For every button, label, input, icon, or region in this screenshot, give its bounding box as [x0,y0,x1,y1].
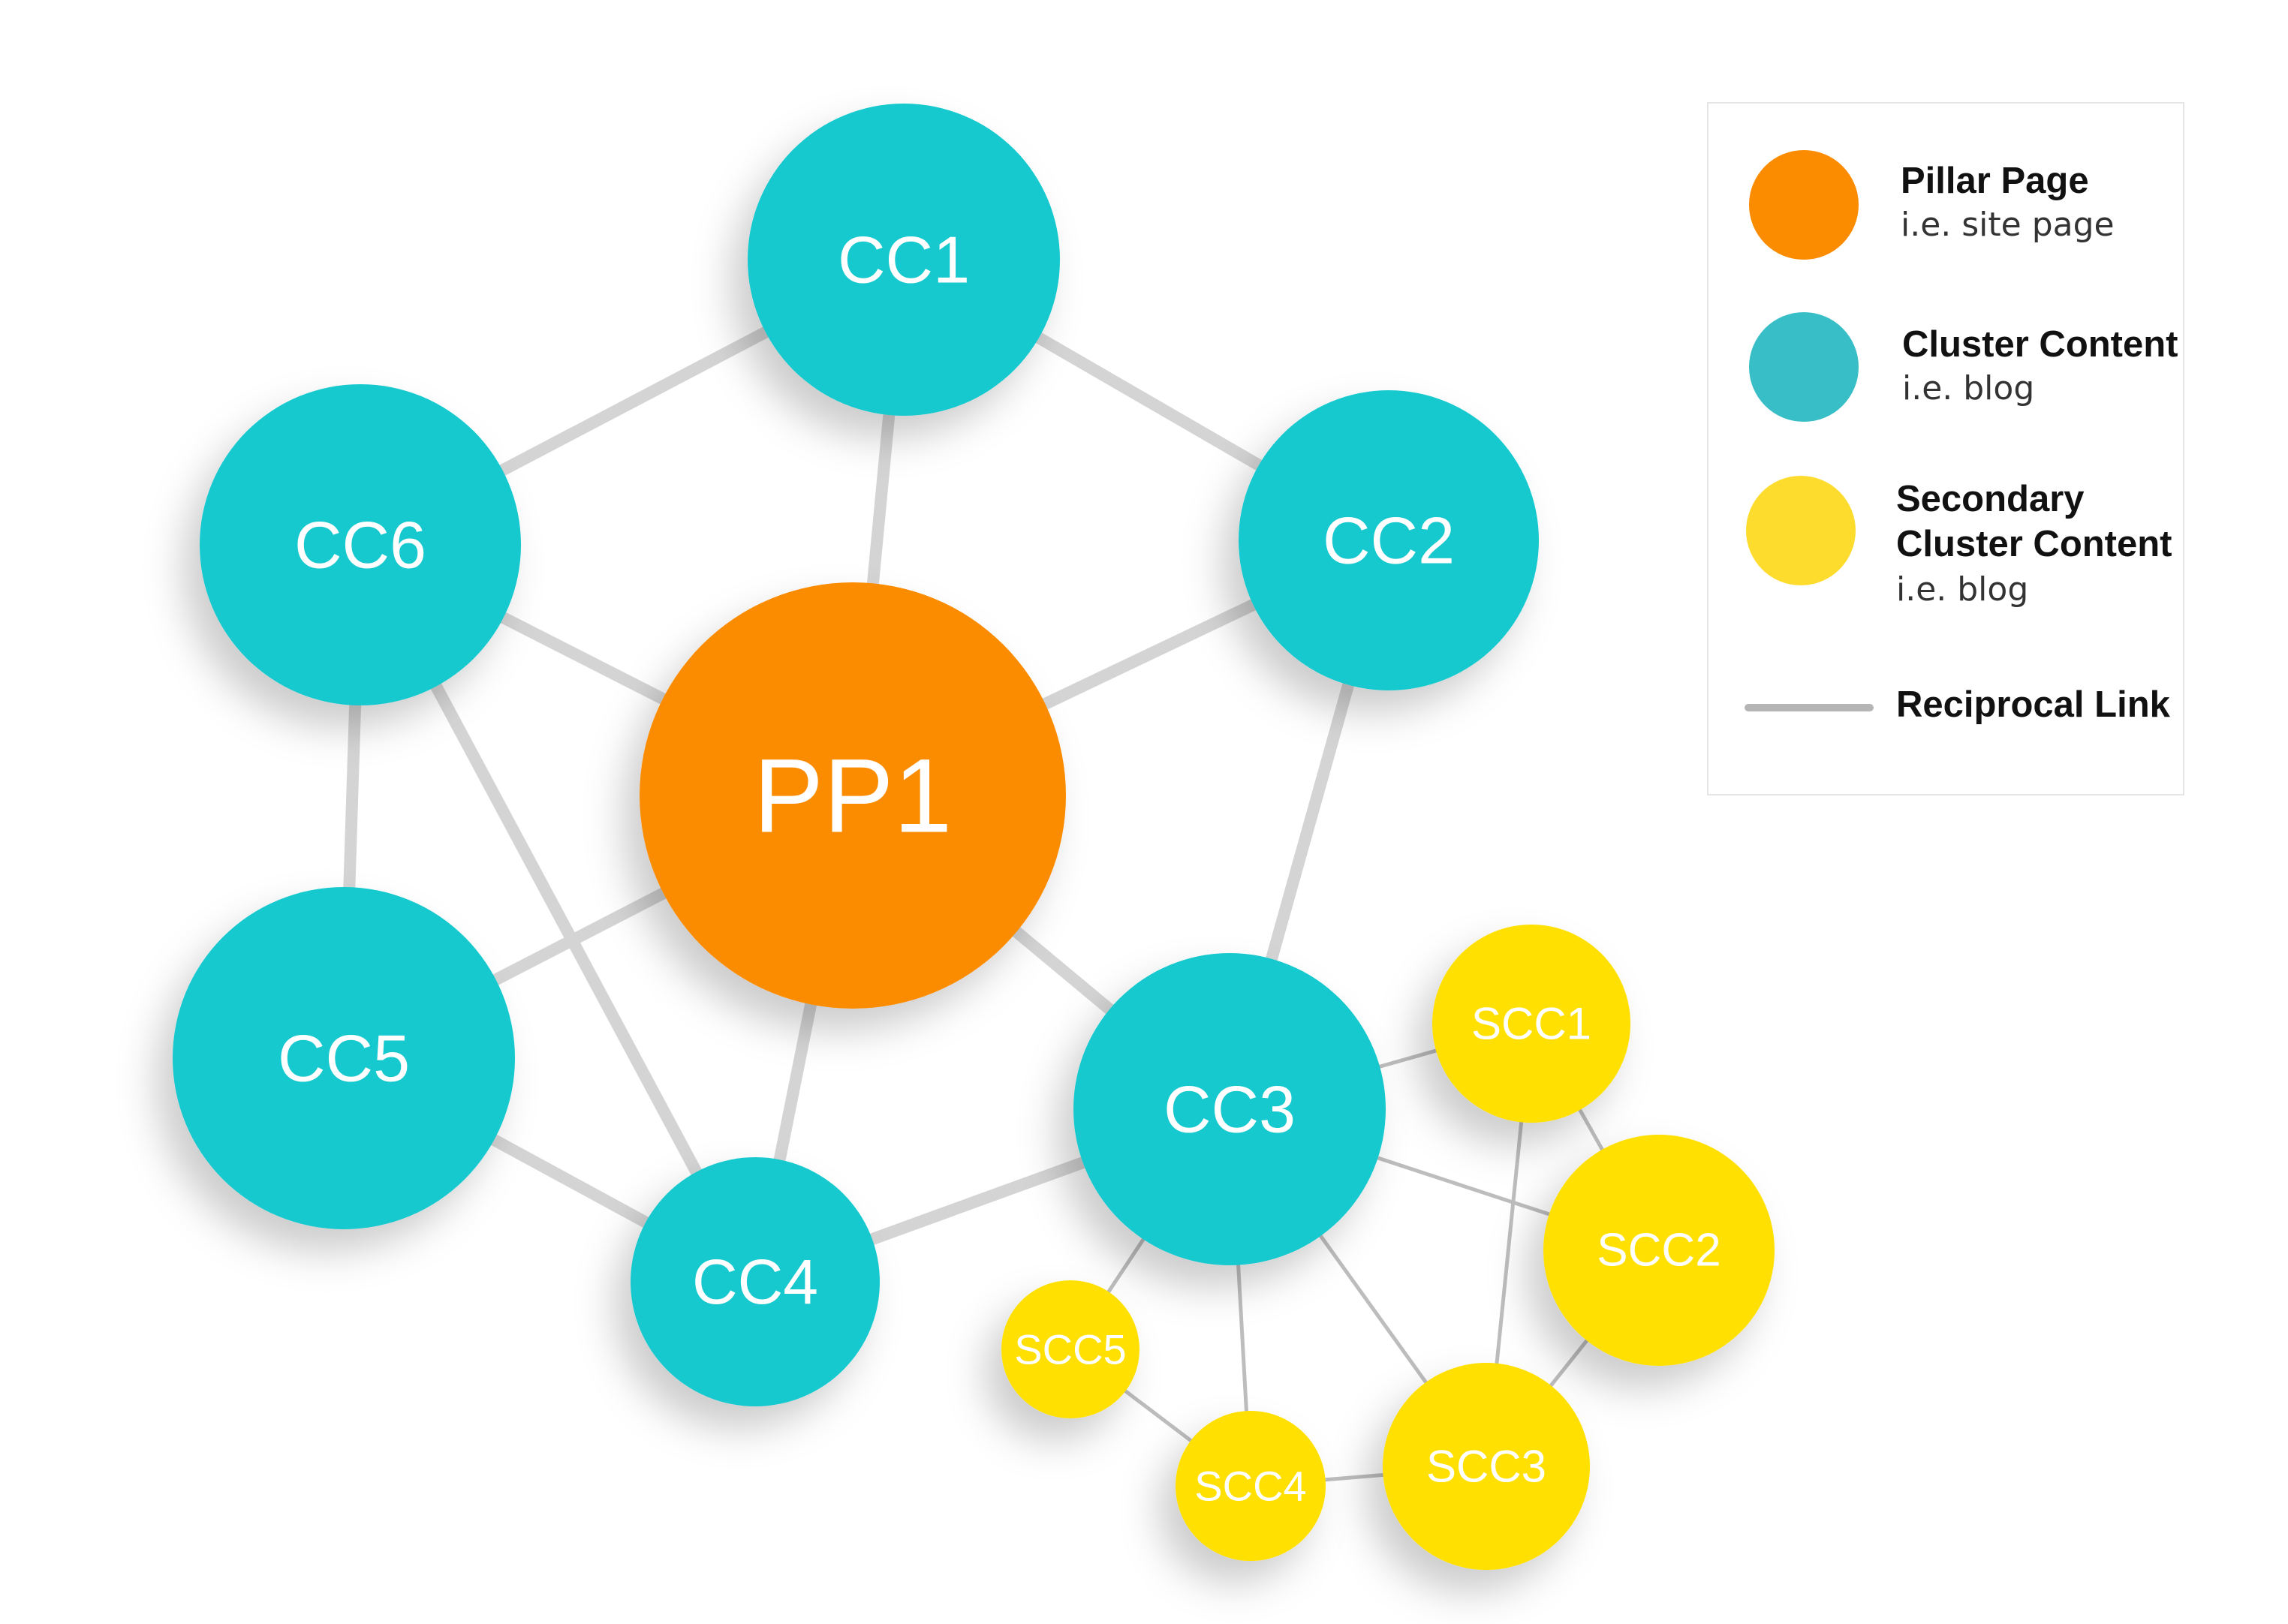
node-circle-cc4 [631,1157,880,1406]
legend-secondary-subtitle: i.e. blog [1896,570,2029,609]
node-label-pp1: PP1 [754,737,953,855]
cluster-swatch-icon [1749,312,1859,422]
node-cc4: CC4 [631,1157,880,1406]
legend-pillar-subtitle: i.e. site page [1901,206,2115,244]
node-circle-cc5 [173,887,515,1229]
secondary-swatch-icon [1746,476,1856,585]
node-circle-pp1 [640,582,1066,1009]
node-label-scc2: SCC2 [1597,1225,1721,1277]
node-label-cc6: CC6 [294,508,426,582]
node-label-cc3: CC3 [1164,1072,1296,1147]
node-label-scc1: SCC1 [1471,999,1591,1049]
legend-cluster-title: Cluster Content [1902,324,2178,365]
node-scc4: SCC4 [1176,1411,1326,1561]
node-circle-scc1 [1432,925,1630,1123]
node-label-scc5: SCC5 [1014,1326,1126,1373]
node-circle-scc3 [1383,1363,1590,1570]
node-circle-cc1 [748,104,1060,416]
node-circle-scc5 [1001,1280,1139,1418]
node-cc3: CC3 [1073,953,1386,1265]
node-circle-scc4 [1176,1411,1326,1561]
node-label-cc2: CC2 [1323,504,1455,578]
node-label-cc5: CC5 [278,1021,410,1096]
node-scc1: SCC1 [1432,925,1630,1123]
node-circle-cc2 [1239,390,1539,690]
legend-secondary-title-line2: Cluster Content [1896,524,2172,564]
node-cc2: CC2 [1239,390,1539,690]
legend-pillar-title: Pillar Page [1901,161,2089,201]
node-label-cc4: CC4 [692,1247,818,1317]
node-circle-scc2 [1543,1135,1775,1366]
node-label-scc4: SCC4 [1194,1463,1306,1510]
pillar-swatch-icon [1749,150,1859,260]
reciprocal-link-swatch-icon [1745,704,1874,711]
node-cc5: CC5 [173,887,515,1229]
legend-cluster-subtitle: i.e. blog [1902,369,2035,408]
node-label-scc3: SCC3 [1426,1442,1546,1492]
node-scc5: SCC5 [1001,1280,1139,1418]
node-circle-cc3 [1073,953,1386,1265]
node-scc3: SCC3 [1383,1363,1590,1570]
node-circle-cc6 [200,384,521,705]
legend-secondary-title-line1: Secondary [1896,479,2085,519]
legend-link-title: Reciprocal Link [1896,684,2170,725]
node-scc2: SCC2 [1543,1135,1775,1366]
node-pp1: PP1 [640,582,1066,1009]
node-label-cc1: CC1 [838,223,970,297]
node-cc1: CC1 [748,104,1060,416]
legend: Pillar Page i.e. site page Cluster Conte… [1707,102,2184,795]
node-cc6: CC6 [200,384,521,705]
